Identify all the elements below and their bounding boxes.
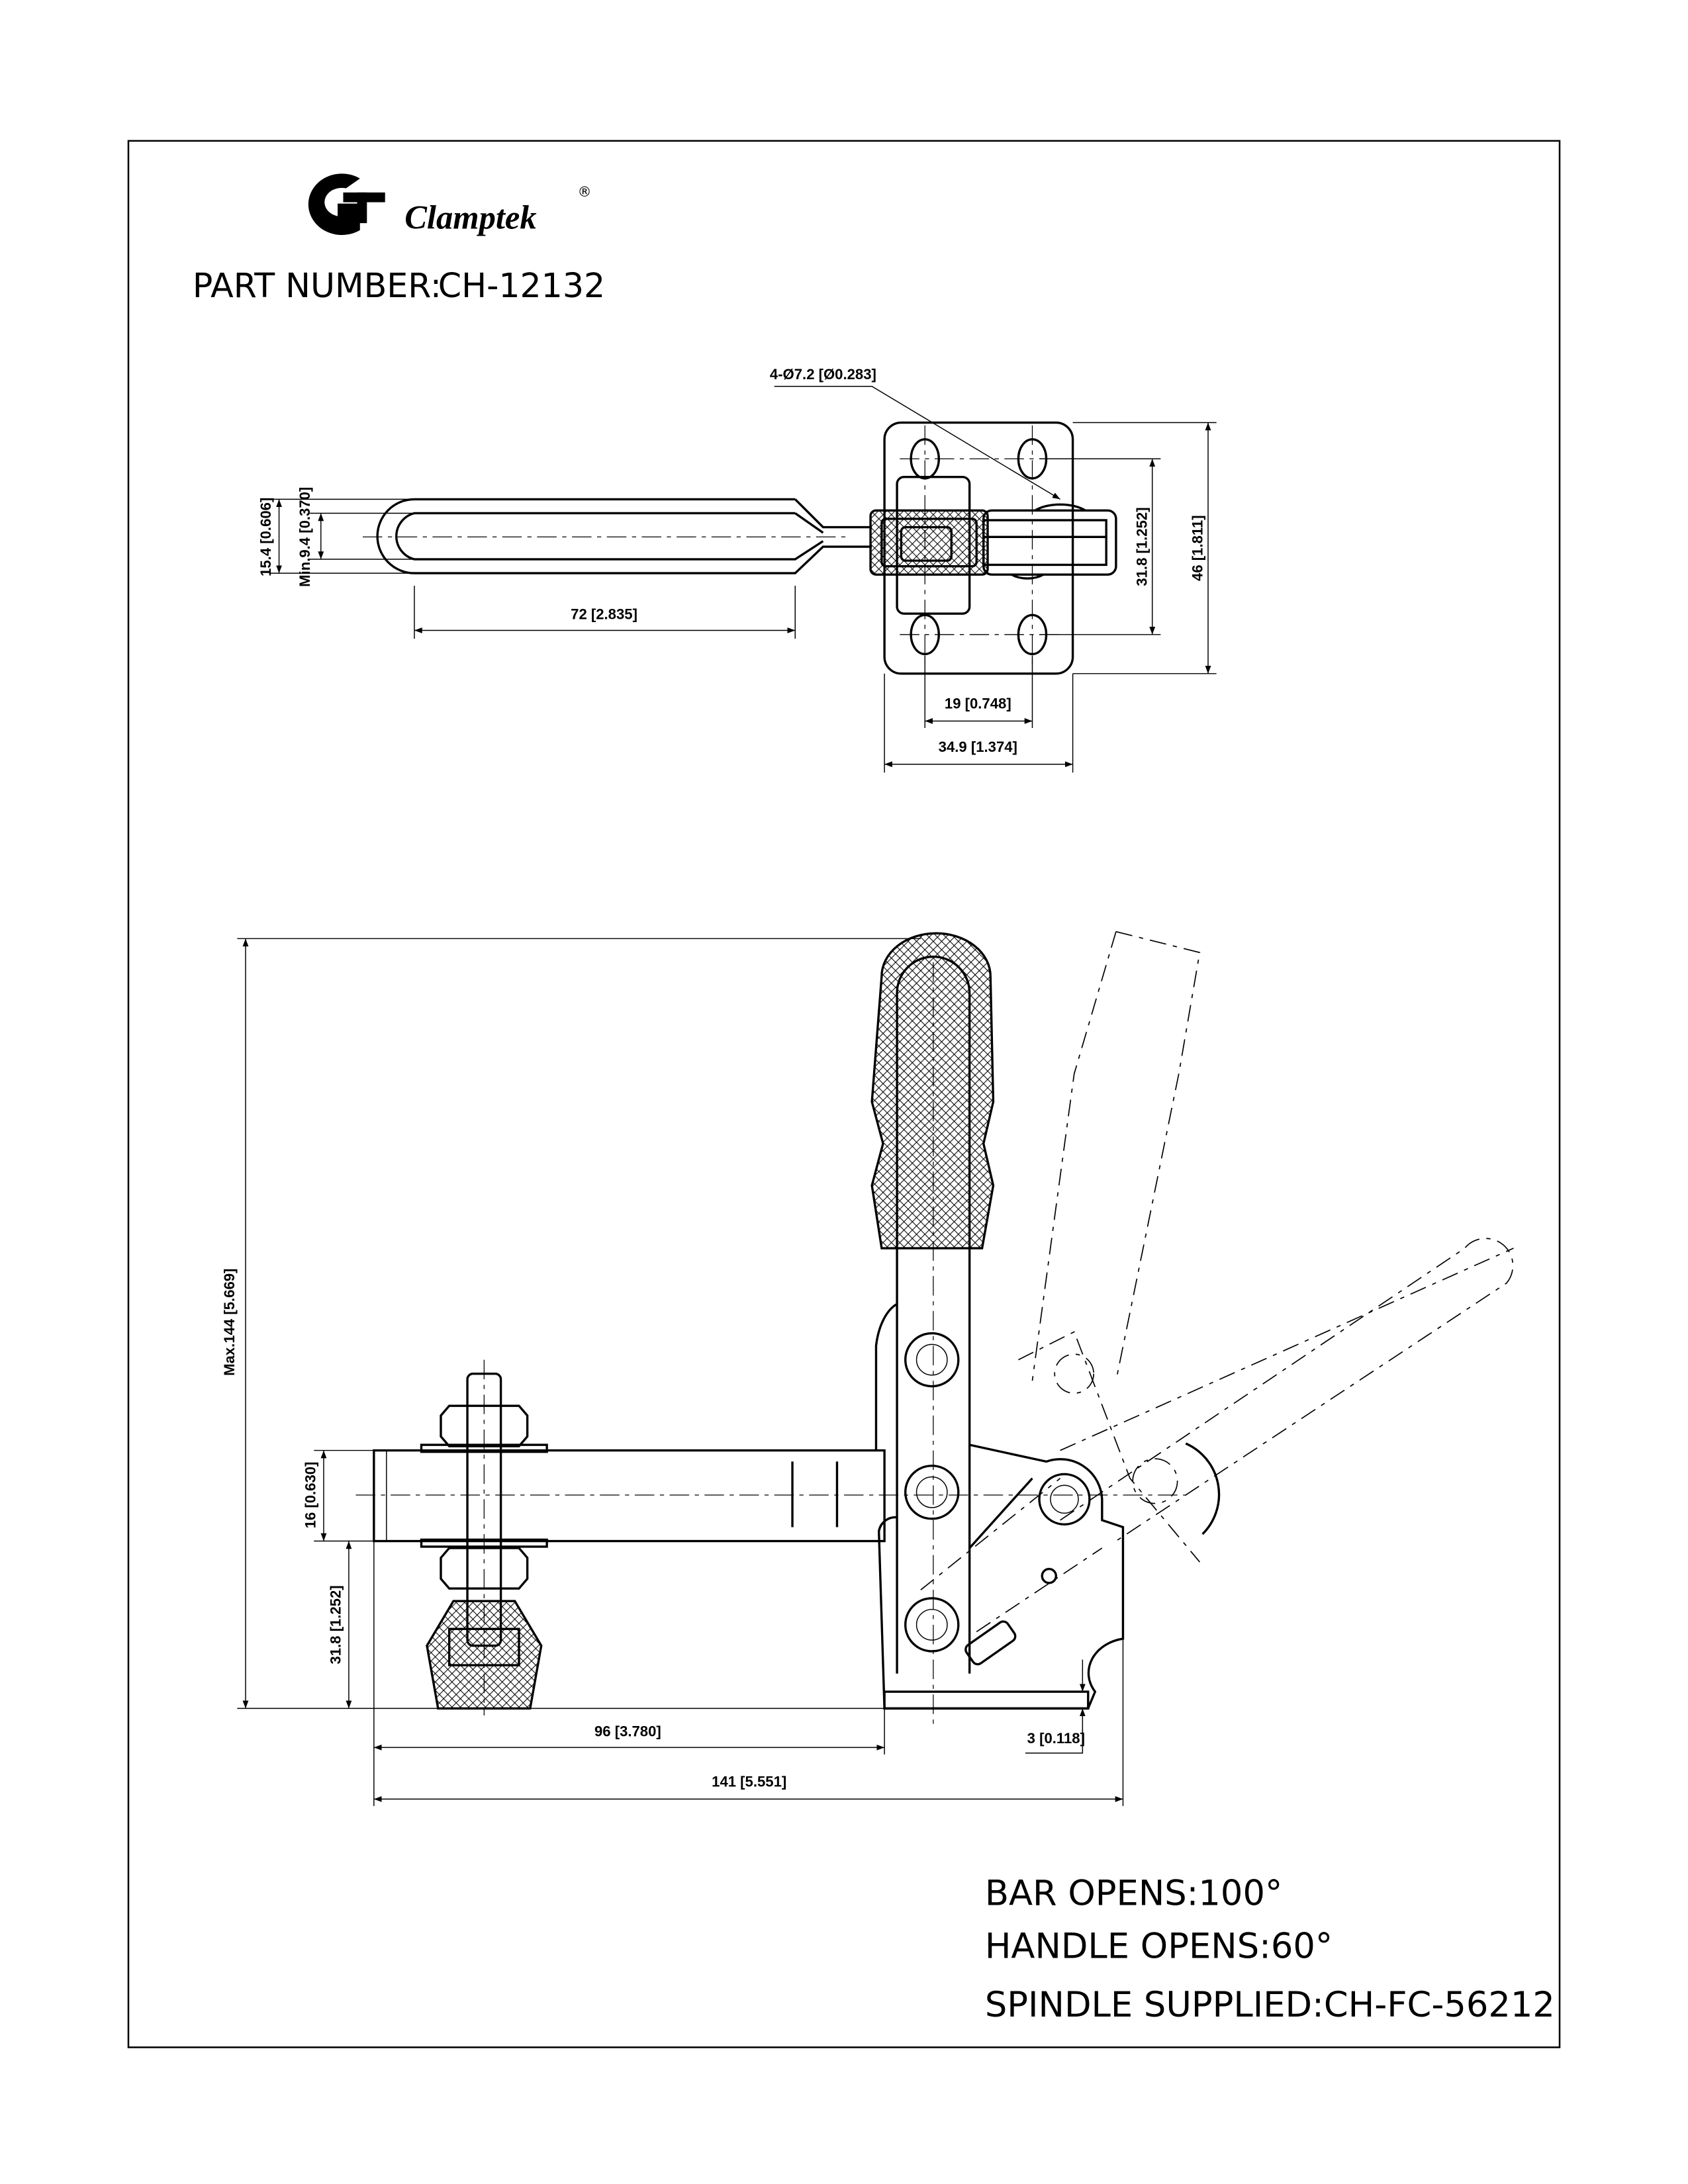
- dim-handle-inner: Min.9.4 [0.370]: [297, 487, 313, 587]
- registered-mark: ®: [578, 183, 592, 200]
- part-number: CH-12132: [438, 266, 605, 305]
- dim-overall-length: 141 [5.551]: [712, 1773, 786, 1790]
- note-bar-opens: BAR OPENS:100°: [985, 1874, 1282, 1914]
- dim-hole-spacing-v: 31.8 [1.252]: [1133, 507, 1150, 586]
- open-position-phantom: [920, 931, 1514, 1633]
- spindle: [420, 1359, 548, 1715]
- dim-handle-length: 72 [2.835]: [571, 606, 637, 623]
- dim-handle-width: 15.4 [0.606]: [258, 498, 274, 576]
- dim-bar-height: 31.8 [1.252]: [327, 1585, 344, 1664]
- clamp-body: [874, 1302, 1125, 1710]
- hole-callout: 4-Ø7.2 [Ø0.283]: [770, 366, 876, 383]
- pivot-pins: [904, 1332, 1091, 1653]
- note-handle-opens: HANDLE OPENS:60°: [985, 1927, 1333, 1967]
- brand-name: Clamptek: [404, 199, 536, 236]
- side-view: Max.144 [5.669]: [221, 931, 1514, 1806]
- dim-base-offset: 3 [0.118]: [1027, 1730, 1085, 1747]
- dim-base-height: 46 [1.811]: [1190, 515, 1206, 581]
- dim-reach: 96 [3.780]: [594, 1723, 661, 1740]
- part-number-label: PART NUMBER:: [193, 266, 442, 305]
- top-view: 72 [2.835] 15.4 [0.606] Min.9.4 [0.370] …: [258, 366, 1217, 773]
- handle: [870, 932, 995, 1730]
- dim-hole-spacing-h: 19 [0.748]: [945, 695, 1011, 711]
- note-spindle-supplied: SPINDLE SUPPLIED:CH-FC-56212: [985, 1985, 1555, 2025]
- sheet-border: [127, 140, 1561, 2048]
- dim-base-width: 34.9 [1.374]: [939, 739, 1017, 755]
- dim-max-height: Max.144 [5.669]: [221, 1269, 238, 1376]
- clamptek-logo: Clamptek ®: [308, 173, 592, 236]
- dim-bar-thickness: 16 [0.630]: [302, 1462, 318, 1529]
